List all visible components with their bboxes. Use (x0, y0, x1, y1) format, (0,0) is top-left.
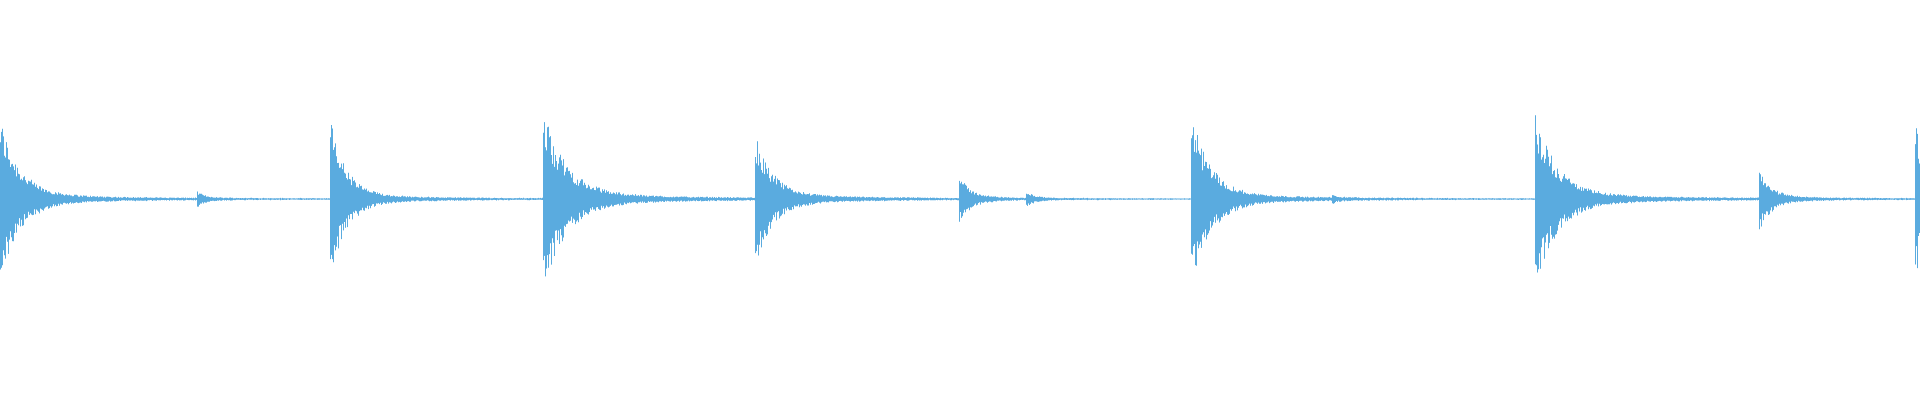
waveform-signal (0, 115, 1920, 277)
